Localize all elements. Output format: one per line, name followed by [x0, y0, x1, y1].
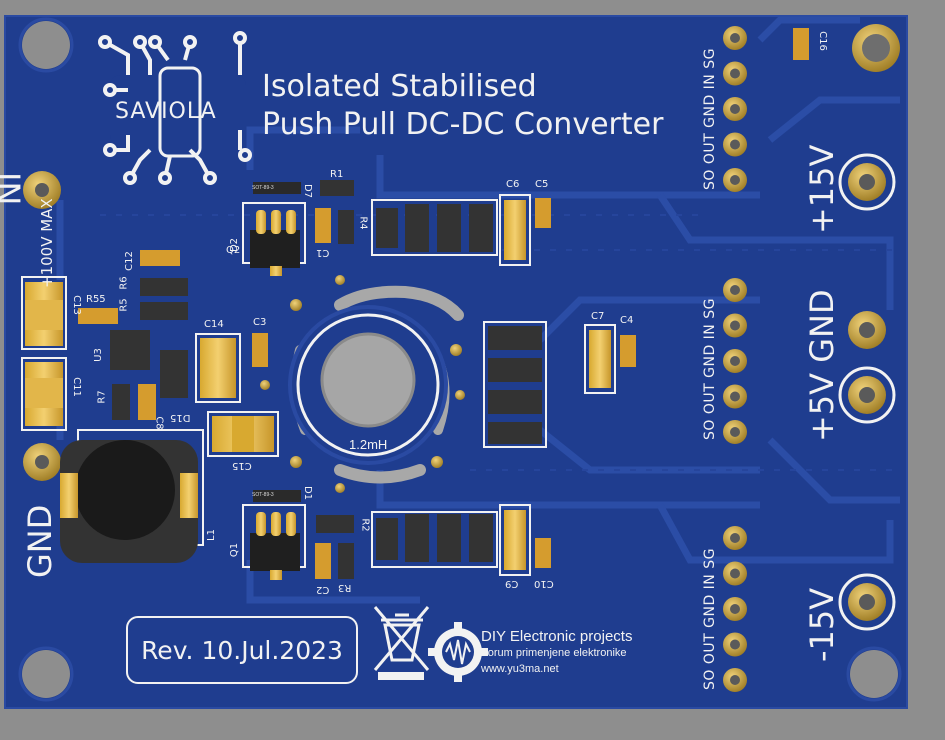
header-pin-hole — [730, 533, 740, 543]
gnd-label: GND — [21, 504, 59, 578]
header-pins-bottom: SO OUT GND IN SG — [702, 548, 718, 690]
ref-c12: C12 — [123, 251, 135, 271]
header-pin-hole — [730, 104, 740, 114]
ref-r2: R2 — [359, 518, 371, 532]
input-capacitors — [21, 276, 67, 431]
ref-c5: C5 — [535, 179, 549, 190]
out-plus5-gnd-label: +5V GND — [803, 289, 841, 442]
ref-c4: C4 — [620, 315, 634, 326]
out-minus15-label: -15V — [803, 587, 841, 662]
header-pin-hole — [730, 391, 740, 402]
ref-d1: D1 — [302, 485, 314, 501]
ref-c1: C1 — [316, 247, 330, 258]
header-pin-hole — [730, 175, 740, 185]
ref-c14: C14 — [204, 319, 224, 330]
board-title-line2: Push Pull DC-DC Converter — [262, 107, 664, 142]
ref-c6: C6 — [506, 179, 520, 190]
ref-c2: C2 — [316, 584, 330, 595]
header-pin-hole — [730, 285, 740, 295]
mounting-holes — [18, 17, 902, 702]
inductor-value: 1.2mH — [349, 437, 388, 452]
ref-r1: R1 — [330, 169, 344, 180]
ref-r55: R55 — [86, 294, 106, 305]
header-pin-hole — [730, 68, 740, 79]
header-pin-hole — [730, 568, 740, 579]
input-note: +100V MAX — [38, 198, 56, 288]
ref-l1: L1 — [205, 529, 217, 541]
header-pins-mid: SO OUT GND IN SG — [702, 298, 718, 440]
ref-c3: C3 — [253, 317, 267, 328]
header-pin-hole — [730, 33, 740, 43]
ref-q1: Q1 — [229, 542, 241, 558]
ref-c13: C13 — [70, 295, 82, 315]
input-label: IN — [0, 172, 27, 206]
header-pin-hole — [730, 427, 740, 437]
revision-box: Rev. 10.Jul.2023 — [126, 616, 358, 684]
ref-u3: U3 — [92, 348, 104, 362]
ref-c8: C8 — [153, 416, 165, 430]
ref-d7: D7 — [302, 183, 314, 199]
header-pins-top: SO OUT GND IN SG — [702, 48, 718, 190]
q2-marking: SOT-89-3 — [252, 185, 274, 191]
board-title-line1: Isolated Stabilised — [262, 69, 537, 104]
logo-text: SAVIOLA — [115, 99, 217, 124]
input-terminals — [23, 171, 61, 481]
header-pin-hole — [730, 139, 740, 150]
forum-gear-icon — [428, 622, 488, 682]
credit-line1: DIY Electronic projects — [481, 628, 633, 645]
header-pin-rows — [723, 26, 747, 692]
header-pin-hole — [730, 320, 740, 331]
credit-line3: www.yu3ma.net — [481, 663, 559, 675]
header-pin-hole — [730, 675, 740, 685]
ref-r7: R7 — [96, 390, 108, 404]
q1-marking: SOT-89-3 — [252, 492, 274, 498]
transformer-toroid — [260, 275, 465, 493]
ref-r3: R3 — [338, 582, 352, 593]
ref-r4: R4 — [357, 216, 369, 230]
ref-r5: R5 — [118, 298, 130, 312]
weee-bin-icon — [373, 606, 430, 680]
ref-c15: C15 — [232, 460, 252, 471]
ref-d15: D15 — [170, 412, 191, 423]
ref-r6: R6 — [118, 276, 130, 290]
smd-components — [78, 28, 809, 580]
saviola-logo — [98, 31, 252, 185]
credit-line2: Forum primenjene elektronike — [481, 647, 627, 659]
output-terminals — [838, 153, 896, 631]
ref-c11: C11 — [70, 377, 82, 397]
ref-c7: C7 — [591, 311, 605, 322]
out-plus15-label: +15V — [803, 144, 841, 234]
ref-c9: C9 — [505, 578, 519, 589]
header-pin-hole — [730, 604, 740, 614]
ref-c10: C10 — [534, 578, 554, 589]
header-pin-hole — [730, 639, 740, 650]
ref-c16: C16 — [816, 31, 828, 51]
inductor-l1 — [60, 429, 204, 563]
header-pin-hole — [730, 356, 740, 366]
ref-q2: Q2 — [226, 245, 241, 256]
